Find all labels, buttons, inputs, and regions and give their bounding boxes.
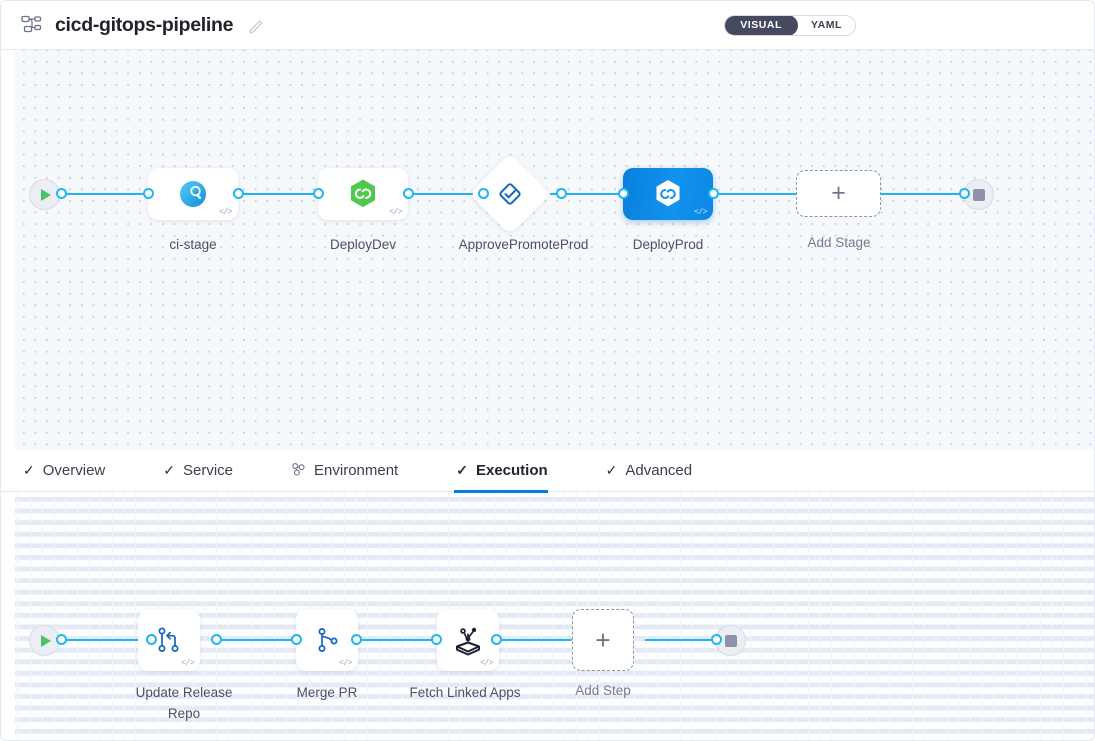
code-badge: </> (219, 208, 232, 217)
stage-label-ci-stage: ci-stage (169, 237, 217, 252)
check-icon: ✓ (456, 462, 468, 478)
add-step-button[interactable]: + (572, 609, 634, 671)
connector-dot-fetch-in[interactable] (431, 634, 442, 645)
stage-config-tabs[interactable]: ✓ Overview ✓ Service Environment ✓ Execu… (1, 450, 1094, 493)
toggle-visual[interactable]: VISUAL (725, 16, 799, 35)
edge-addstep-end (645, 639, 730, 641)
connector-dot-merge-in[interactable] (291, 634, 302, 645)
page-title: cicd-gitops-pipeline (55, 13, 234, 36)
tab-label: Advanced (625, 462, 693, 479)
play-icon (41, 634, 51, 647)
connector-dot-fetch-out[interactable] (491, 634, 502, 645)
connector-dot-deploydev-in[interactable] (313, 188, 324, 199)
add-stage-label: Add Stage (807, 235, 871, 250)
step-node-merge-pr[interactable]: </> (296, 609, 358, 671)
connector-dot-end[interactable] (959, 188, 970, 199)
stage-label-deploydev: DeployDev (329, 237, 397, 252)
stage-label-deployprod: DeployProd (632, 237, 704, 252)
stage-node-deploydev[interactable]: </> (318, 168, 408, 220)
tab-service[interactable]: ✓ Service (161, 450, 251, 492)
edge-start-update (55, 639, 160, 641)
connector-dot-deployprod-out[interactable] (708, 188, 719, 199)
edge-update-merge (215, 639, 310, 641)
step-node-fetch-linked-apps[interactable]: </> (437, 609, 499, 671)
edge-ci-deploydev (227, 193, 337, 195)
edge-merge-fetch (355, 639, 450, 641)
stop-icon (724, 634, 737, 647)
check-icon: ✓ (163, 462, 175, 478)
tab-label: Overview (42, 462, 106, 479)
play-icon (41, 188, 51, 201)
tab-execution[interactable]: ✓ Execution (454, 450, 565, 493)
add-stage-button[interactable]: + (796, 170, 881, 217)
argocd-hexagon-white-icon (656, 180, 680, 207)
stage-canvas[interactable]: </> ci-stage </> DeployDev ApprovePro (15, 50, 1094, 450)
git-update-branch-icon (158, 627, 179, 652)
header-bar: cicd-gitops-pipeline VISUAL YAML (1, 1, 1094, 50)
git-merge-pr-icon (318, 628, 338, 652)
add-step-label: Add Step (575, 683, 631, 698)
argocd-hexagon-green-icon (351, 179, 375, 208)
edge-start-ci (55, 193, 160, 195)
connector-dot-start[interactable] (56, 188, 67, 199)
code-badge: </> (181, 659, 194, 668)
connector-dot-ci-out[interactable] (233, 188, 244, 199)
connector-dot-approve-out[interactable] (556, 188, 567, 199)
tab-label: Execution (475, 462, 548, 479)
edge-deploydev-approve (397, 193, 507, 195)
approval-diamond-icon (481, 165, 539, 223)
stage-node-deployprod[interactable]: </> (623, 168, 713, 220)
code-badge: </> (339, 659, 352, 668)
connector-dot-deployprod-in[interactable] (618, 188, 629, 199)
plus-icon: + (595, 624, 611, 655)
connector-dot-update-out[interactable] (211, 634, 222, 645)
code-badge: </> (480, 659, 493, 668)
connector-dot-update-in[interactable] (146, 634, 157, 645)
edge-addstage-end (881, 193, 976, 195)
stop-icon (972, 188, 985, 201)
pencil-icon[interactable] (247, 15, 267, 35)
check-icon: ✓ (605, 462, 618, 478)
cluster-nodes-icon (291, 462, 306, 480)
step-label-fetch-linked-apps: Fetch Linked Apps (409, 685, 521, 700)
execution-steps-canvas[interactable]: </> Update Release Repo </> Merge PR (15, 492, 1094, 740)
tab-overview[interactable]: ✓ Overview (21, 450, 123, 492)
ci-build-icon (180, 181, 206, 207)
tab-advanced[interactable]: ✓ Advanced (604, 450, 710, 492)
connector-dot-exec-end[interactable] (711, 634, 722, 645)
plus-icon: + (831, 179, 846, 207)
connector-dot-deploydev-out[interactable] (403, 188, 414, 199)
step-label-update-release-repo: Update Release Repo (135, 685, 233, 721)
pipeline-nodes-icon (19, 13, 45, 37)
edge-fetch-addstep (495, 639, 575, 641)
code-badge: </> (389, 208, 402, 217)
connector-dot-merge-out[interactable] (351, 634, 362, 645)
connector-dot-approve-in[interactable] (478, 188, 489, 199)
stage-node-ci-stage[interactable]: </> (148, 168, 238, 220)
harness-fetch-apps-icon (456, 627, 480, 656)
connector-dot-ci-in[interactable] (143, 188, 154, 199)
edge-deployprod-addstage (715, 193, 825, 195)
tab-label: Service (182, 462, 234, 479)
tab-label: Environment (314, 462, 399, 479)
edge-approve-deployprod (550, 193, 655, 195)
connector-dot-exec-start[interactable] (56, 634, 67, 645)
tab-environment[interactable]: Environment (289, 450, 416, 492)
toggle-yaml[interactable]: YAML (811, 19, 842, 31)
step-label-merge-pr: Merge PR (296, 685, 358, 700)
view-mode-toggle[interactable]: VISUAL YAML (724, 15, 856, 36)
check-icon: ✓ (23, 462, 35, 478)
code-badge: </> (694, 208, 707, 217)
stage-label-approvepromoteprod: ApprovePromoteProd (458, 237, 589, 252)
